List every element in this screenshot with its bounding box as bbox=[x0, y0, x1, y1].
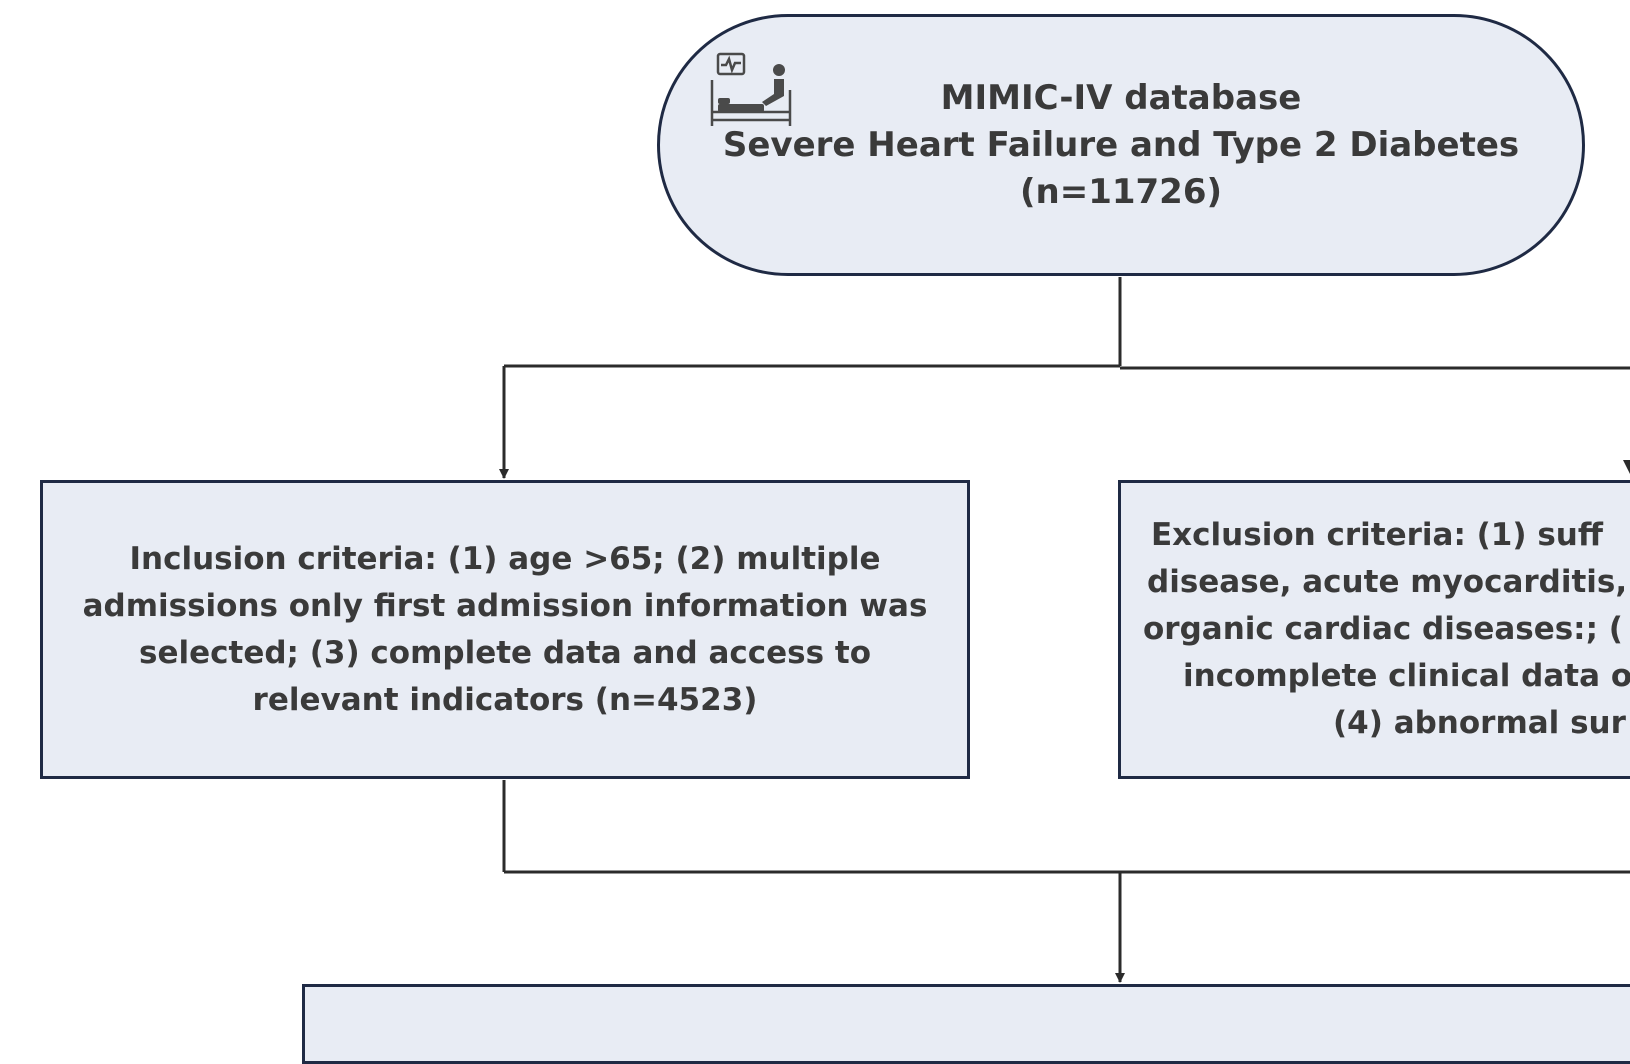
cohort-count: (n=11726) bbox=[1019, 171, 1223, 212]
exclusion-line-1: Exclusion criteria: (1) suff bbox=[1151, 517, 1603, 553]
exclusion-line-4: incomplete clinical data of bbox=[1183, 658, 1630, 694]
arrow-to-exclusion-tip bbox=[1623, 460, 1630, 474]
final-cohort-box bbox=[302, 984, 1630, 1064]
hospital-bed-patient-monitor-icon bbox=[710, 52, 792, 126]
database-name: MIMIC-IV database bbox=[940, 77, 1302, 118]
exclusion-criteria-box: Exclusion criteria: (1) suff disease, ac… bbox=[1118, 480, 1630, 779]
inclusion-criteria-box: Inclusion criteria: (1) age >65; (2) mul… bbox=[40, 480, 970, 779]
exclusion-line-2: disease, acute myocarditis, bbox=[1147, 564, 1628, 600]
connector-lines bbox=[499, 277, 1630, 983]
exclusion-line-3: organic cardiac diseases:; ( bbox=[1143, 611, 1623, 647]
inclusion-criteria-text: Inclusion criteria: (1) age >65; (2) mul… bbox=[82, 540, 928, 718]
cohort-description: Severe Heart Failure and Type 2 Diabetes bbox=[722, 124, 1520, 165]
exclusion-line-5: (4) abnormal sur bbox=[1333, 705, 1626, 741]
source-database-box: MIMIC-IV database Severe Heart Failure a… bbox=[657, 14, 1585, 276]
